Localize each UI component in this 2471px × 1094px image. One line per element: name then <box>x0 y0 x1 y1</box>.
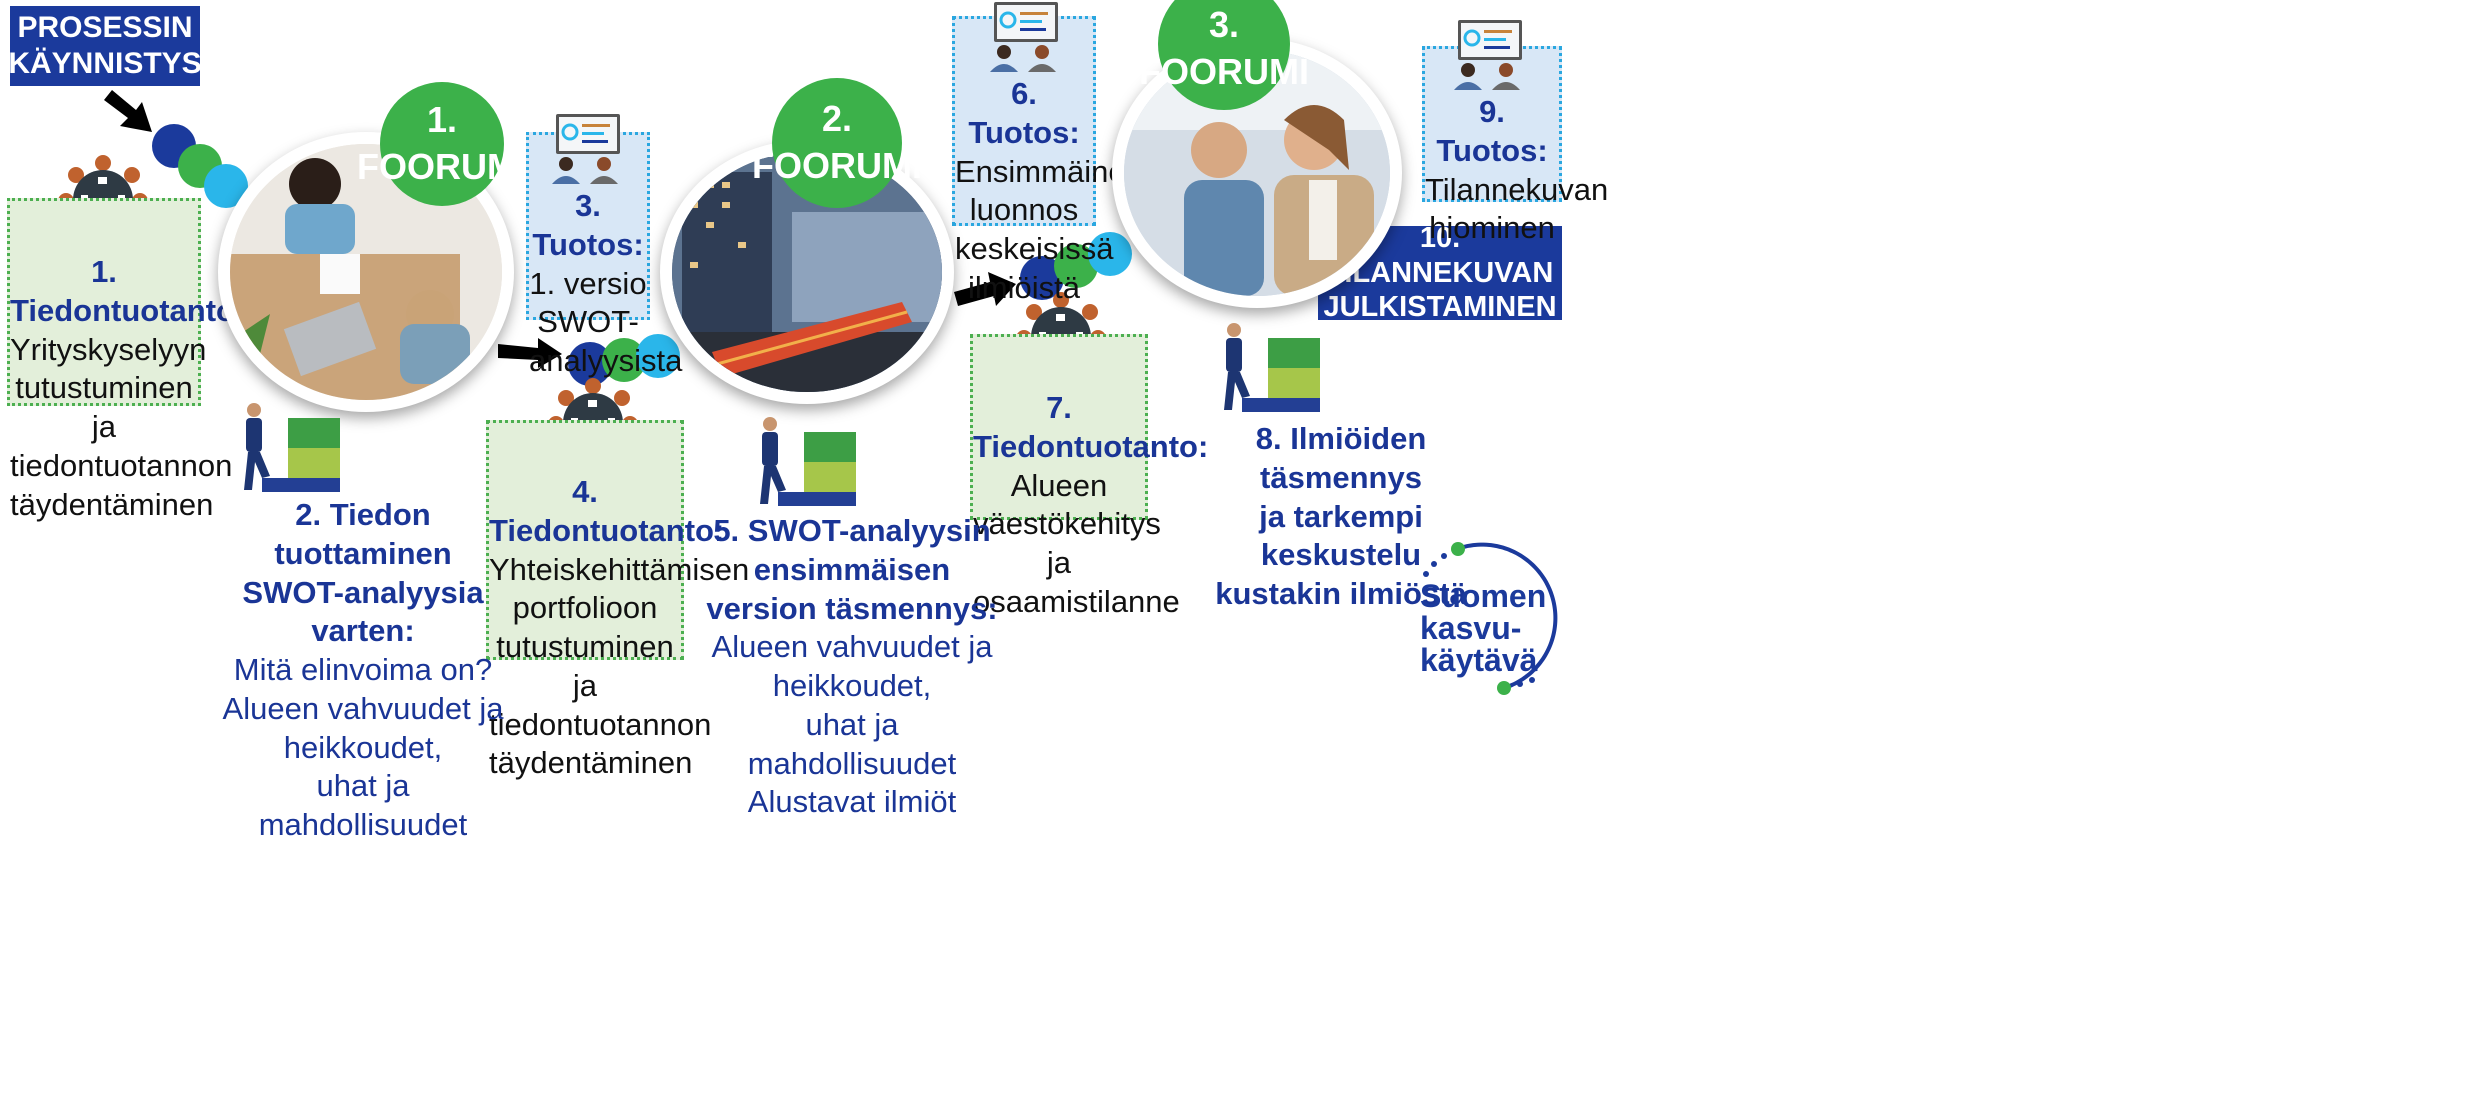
output-box-3: 3. Tuotos: 1. versio SWOT- analyysista <box>526 132 682 378</box>
box-line: tiedontuotannon <box>489 706 712 742</box>
box-line: väestökehitys ja <box>973 506 1161 580</box>
logo-text: Suomen kasvu- käytävä <box>1420 580 1546 676</box>
step-body-line: Alustavat ilmiöt <box>747 784 957 820</box>
box-title: Tiedontuotanto: <box>489 512 725 548</box>
box-title: Tiedontuotanto: <box>10 292 246 328</box>
forum-circle-3: 3. FOORUMI <box>1139 0 1309 110</box>
step-title-line: 8. Ilmiöiden täsmennys <box>1255 421 1427 495</box>
start-box-line2: KÄYNNISTYS <box>8 47 202 80</box>
forum-label: FOORUMI <box>1139 51 1309 92</box>
data-production-box-7: 7. Tiedontuotanto: Alueen väestökehitys … <box>970 334 1209 619</box>
step-8-text: 8. Ilmiöiden täsmennys ja tarkempi kesku… <box>1196 420 1486 614</box>
step-title-line: varten: <box>311 613 415 649</box>
progress-dot <box>1088 232 1132 276</box>
box-line: luonnos <box>969 192 1079 228</box>
forum-label: FOORUMI <box>752 145 922 186</box>
box-line: portfolioon <box>512 590 658 626</box>
step-body-line: Alueen vahvuudet ja <box>711 629 993 665</box>
box-title: Tuotos: <box>968 114 1080 150</box>
step-body-line: uhat ja mahdollisuudet <box>747 706 957 781</box>
step-body-line: heikkoudet, <box>772 668 932 703</box>
photo-colleagues-discussing <box>1112 38 1402 308</box>
stair-climber-icon <box>1224 323 1320 412</box>
arrow-icon <box>954 272 1016 306</box>
box-title: Tuotos: <box>1436 132 1548 168</box>
step-body-line: uhat ja mahdollisuudet <box>258 768 468 842</box>
output-box-9: 9. Tuotos: Tilannekuvan hiominen <box>1422 46 1608 245</box>
box-line: osaamistilanne <box>973 583 1180 619</box>
box-line: 1. versio <box>529 265 647 301</box>
step-body-line: heikkoudet, <box>283 729 443 765</box>
step-body-line: Mitä elinvoima on? <box>233 652 493 687</box>
forum-number: 1. <box>426 99 458 141</box>
box-number: 1. <box>91 254 117 289</box>
step-title-line: ensimmäisen <box>753 551 951 587</box>
box-number: 7. <box>1046 390 1072 425</box>
arrow-icon <box>104 90 152 132</box>
step-title-line: kustakin ilmiöstä <box>1215 576 1467 611</box>
box-line: hiominen <box>1429 210 1555 246</box>
data-production-box-4: 4. Tiedontuotanto: Yhteiskehittämisen po… <box>486 420 750 780</box>
box-line: SWOT- <box>537 304 639 340</box>
box-line: analyysista <box>529 343 683 378</box>
end-box: 10. TILANNEKUVAN JULKISTAMINEN <box>1318 222 1562 323</box>
box-line: tutustuminen ja <box>496 629 674 703</box>
step-body-line: Alueen vahvuudet ja <box>222 690 504 726</box>
forum-number: 3. <box>1208 4 1240 46</box>
logo-ring-icon <box>1423 542 1558 695</box>
presentation-icon <box>552 114 620 184</box>
arrow-icon <box>498 338 562 368</box>
start-box-line1: PROSESSIN <box>17 11 193 44</box>
logo-line: käytävä <box>1420 642 1538 678</box>
forum-number: 2. <box>821 98 853 140</box>
box-number: 3. <box>575 188 601 223</box>
box-line: Tilannekuvan <box>1425 171 1609 207</box>
box-title: Tiedontuotanto: <box>973 428 1209 464</box>
logo-line: Suomen <box>1420 578 1547 614</box>
box-line: tutustuminen ja <box>15 370 193 444</box>
presentation-icon <box>1454 20 1522 90</box>
box-line: täydentäminen <box>489 745 693 781</box>
step-5-text: 5. SWOT-analyysin ensimmäisen version tä… <box>704 512 1000 822</box>
step-title-line: ja tarkempi keskustelu <box>1259 498 1423 573</box>
logo-line: kasvu- <box>1420 610 1522 646</box>
box-line: Ensimmäinen <box>955 153 1143 189</box>
step-title-line: version täsmennys: <box>706 590 998 626</box>
start-box: PROSESSIN KÄYNNISTYS <box>8 6 202 86</box>
box-number: 9. <box>1479 94 1505 129</box>
forum-circle-1: 1. FOORUMI <box>357 82 527 206</box>
box-line: keskeisissä <box>955 231 1114 266</box>
step-title-line: 5. SWOT-analyysin <box>713 513 991 548</box>
progress-dot <box>636 334 680 378</box>
box-line: tiedontuotannon <box>10 447 233 483</box>
box-number: 6. <box>1011 76 1037 111</box>
stair-climber-icon <box>244 403 340 492</box>
box-line: ilmiöistä <box>968 269 1080 305</box>
stair-climber-icon <box>760 417 856 506</box>
forum-label: FOORUMI <box>357 146 527 187</box>
step-title-line: SWOT-analyysia <box>242 574 484 610</box>
step-title-line: 2. Tiedon tuottaminen <box>274 497 452 571</box>
data-production-box-1: 1. Tiedontuotanto: Yrityskyselyyn tutust… <box>7 198 246 522</box>
box-line: täydentäminen <box>10 486 214 522</box>
box-line: Yrityskyselyyn <box>10 331 207 367</box>
box-line: Yhteiskehittämisen <box>489 551 750 587</box>
box-number: 4. <box>572 474 598 509</box>
forum-circle-2: 2. FOORUMI <box>752 78 922 208</box>
box-line: Alueen <box>1010 467 1108 503</box>
end-box-line2: JULKISTAMINEN <box>1323 291 1557 324</box>
step-2-text: 2. Tiedon tuottaminen SWOT-analyysia var… <box>218 496 508 845</box>
box-title: Tuotos: <box>532 226 644 262</box>
presentation-icon <box>990 2 1058 72</box>
